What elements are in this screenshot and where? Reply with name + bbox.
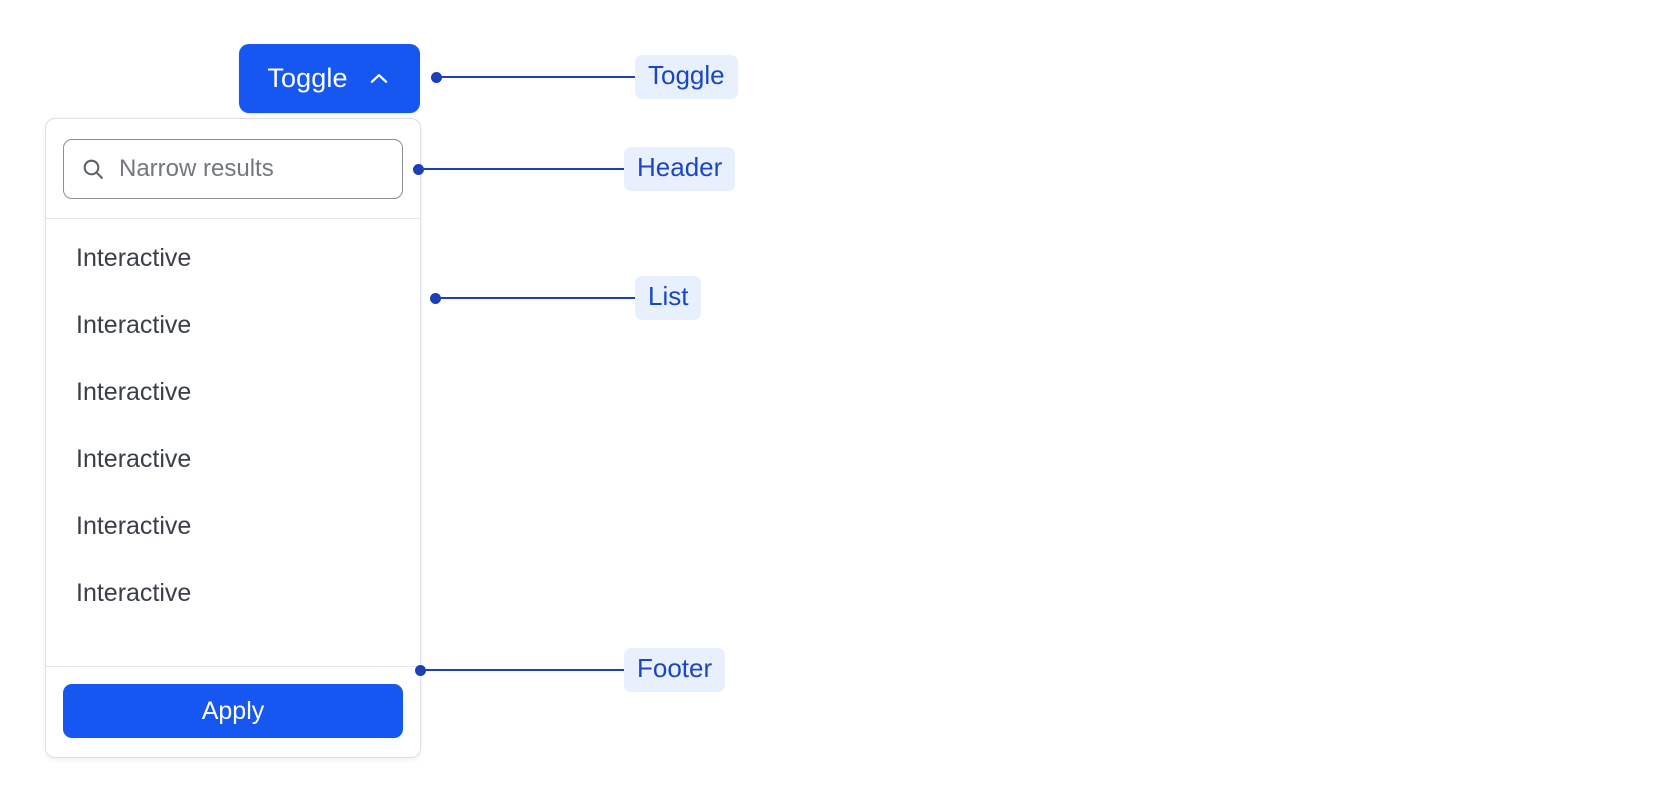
search-icon bbox=[80, 156, 106, 182]
annotation-leader-line bbox=[442, 76, 635, 78]
annotation-dot bbox=[415, 664, 426, 676]
list-item[interactable]: Interactive bbox=[76, 311, 192, 339]
toggle-button[interactable]: Toggle bbox=[239, 44, 420, 113]
dropdown-panel: Interactive Interactive Interactive Inte… bbox=[45, 118, 421, 758]
annotation-dot bbox=[431, 71, 442, 83]
search-field[interactable] bbox=[63, 139, 403, 199]
list-item[interactable]: Interactive bbox=[76, 512, 192, 540]
annotation-dot bbox=[430, 292, 441, 304]
list-item[interactable]: Interactive bbox=[76, 244, 192, 272]
list-item[interactable]: Interactive bbox=[76, 445, 192, 473]
panel-footer: Apply bbox=[46, 666, 420, 757]
panel-header bbox=[46, 119, 420, 219]
panel-list: Interactive Interactive Interactive Inte… bbox=[46, 219, 420, 666]
chevron-up-icon bbox=[366, 66, 392, 92]
annotation-label-footer: Footer bbox=[624, 648, 726, 692]
annotation-label-toggle: Toggle bbox=[635, 55, 738, 99]
toggle-button-label: Toggle bbox=[267, 63, 348, 93]
search-input[interactable] bbox=[119, 155, 386, 183]
annotation-leader-line bbox=[424, 168, 624, 170]
annotation-leader-line bbox=[441, 297, 635, 299]
annotation-dot bbox=[413, 163, 424, 175]
list-item[interactable]: Interactive bbox=[76, 378, 192, 406]
annotation-label-header: Header bbox=[624, 147, 736, 191]
annotation-label-list: List bbox=[635, 276, 702, 320]
apply-button[interactable]: Apply bbox=[63, 684, 403, 738]
list-item[interactable]: Interactive bbox=[76, 579, 192, 607]
annotation-leader-line bbox=[426, 669, 624, 671]
